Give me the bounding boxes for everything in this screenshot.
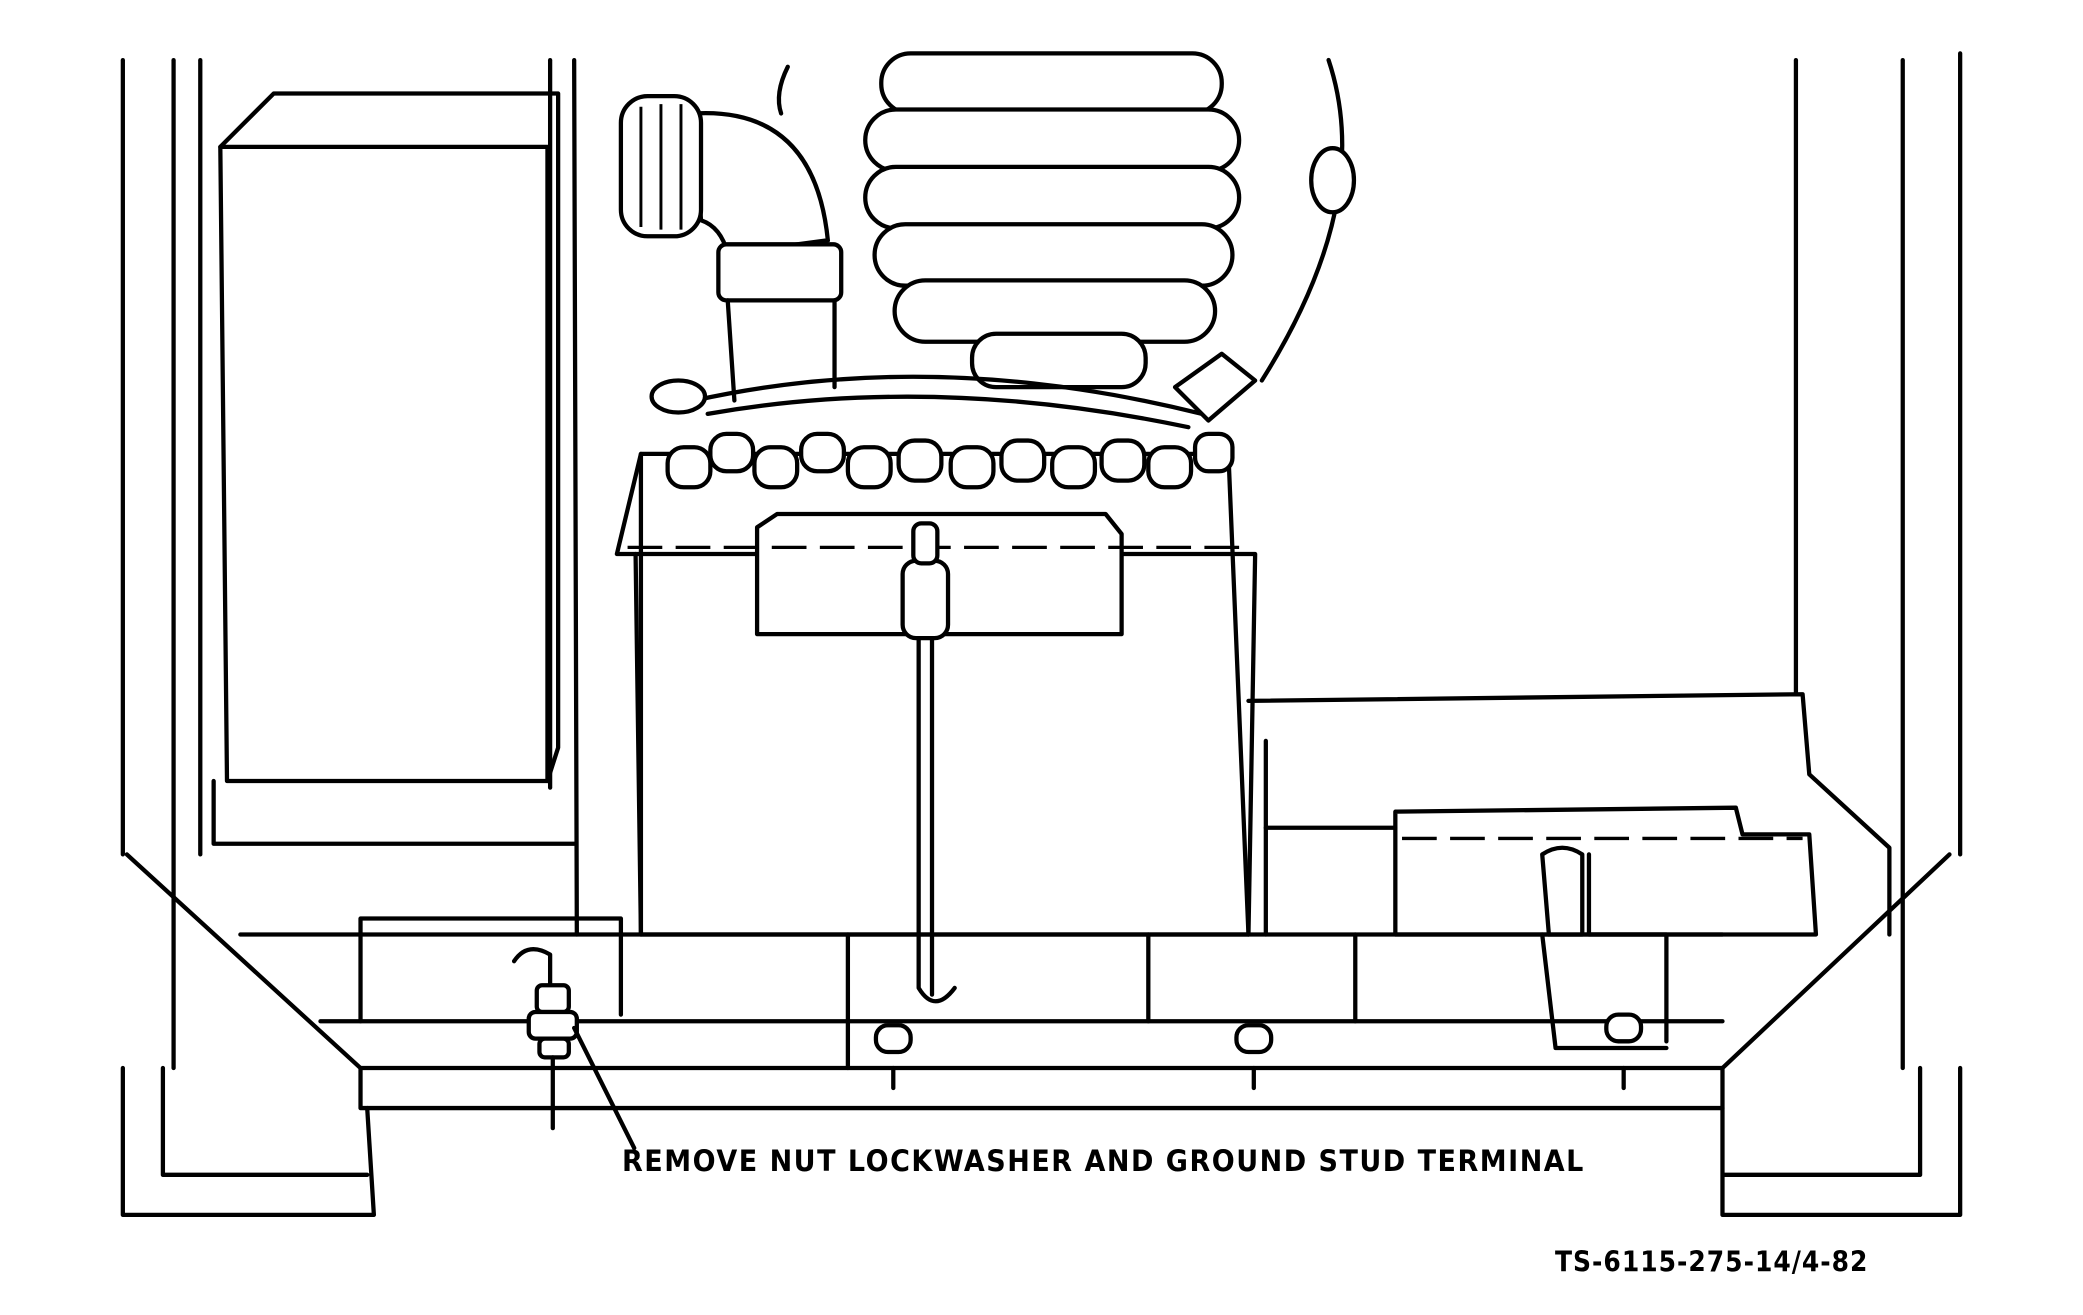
battery (614, 351, 1258, 1004)
battery-caps (665, 431, 1235, 490)
battery-cables (649, 351, 1258, 430)
engine-housing (776, 51, 1357, 390)
left-cabinet-box (211, 91, 577, 846)
intake-elbow (618, 93, 844, 403)
callout-label: REMOVE NUT LOCKWASHER AND GROUND STUD TE… (622, 1144, 1585, 1179)
figure-id: TS-6115-275-14/4-82 (1555, 1244, 1869, 1279)
hold-down-nuts (873, 1012, 1644, 1091)
bellows (863, 51, 1242, 390)
right-tray (1246, 692, 1892, 1044)
hold-down-rod (900, 521, 957, 1004)
ground-stud-terminal (511, 947, 637, 1151)
right-frame-post (1793, 51, 1963, 1071)
